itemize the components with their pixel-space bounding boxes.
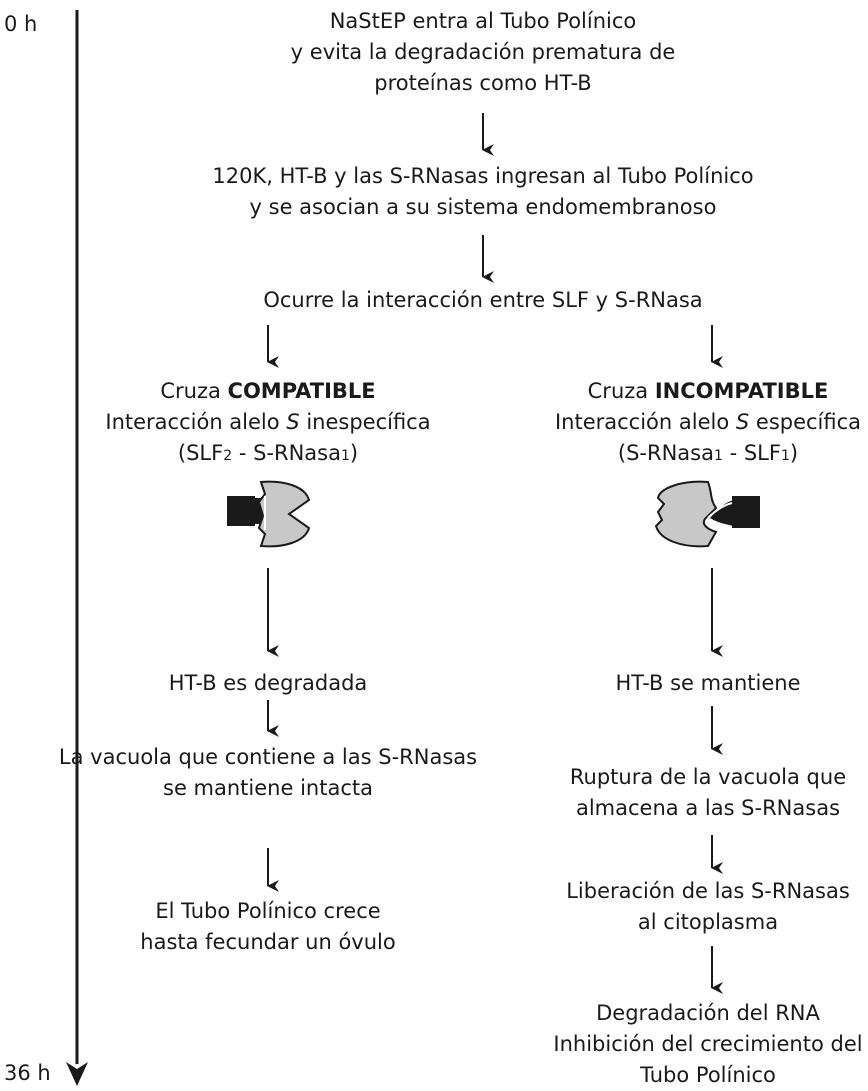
compatible-step-vacuole: La vacuola que contiene a las S-RNasas s… (58, 742, 478, 804)
incompatible-rna-line-2: Inhibición del crecimiento del (553, 1032, 863, 1056)
compatible-vacuole-line-2: se mantiene intacta (163, 776, 373, 800)
incompatible-rupture-line-1: Ruptura de la vacuola que (569, 765, 847, 789)
incompatible-step-release: Liberación de las S-RNasas al citoplasma (548, 876, 868, 938)
incompatible-title: Cruza INCOMPATIBLE (587, 379, 829, 403)
step-nastep-line-3: proteínas como HT-B (374, 71, 592, 95)
step-proteins-line-1: 120K, HT-B y las S-RNasas ingresan al Tu… (212, 164, 754, 188)
compatible-title: Cruza COMPATIBLE (160, 379, 376, 403)
incompatible-alleles: (S-RNasa1 - SLF1) (617, 441, 799, 465)
incompatible-header: Cruza INCOMPATIBLE Interacción alelo S e… (548, 376, 868, 472)
incompatible-rupture-line-2: almacena a las S-RNasas (575, 796, 841, 820)
compatible-growth-line-1: El Tubo Polínico crece (155, 899, 381, 923)
timeline-start-label: 0 h (4, 12, 38, 36)
incompatible-rna-line-3: Tubo Polínico (640, 1063, 776, 1087)
step-slf-interaction: Ocurre la interacción entre SLF y S-RNas… (263, 288, 703, 312)
compatible-header: Cruza COMPATIBLE Interacción alelo S ine… (58, 376, 478, 472)
compatible-interaction: Interacción alelo S inespecífica (105, 410, 431, 434)
incompatible-step-rupture: Ruptura de la vacuola que almacena a las… (548, 762, 868, 824)
step-nastep-line-2: y evita la degradación prematura de (290, 40, 676, 64)
s-rnasa-slf-nonmatching-icon (227, 480, 311, 548)
incompatible-release-line-2: al citoplasma (637, 910, 779, 934)
incompatible-interaction: Interacción alelo S específica (554, 410, 862, 434)
compatible-growth-line-2: hasta fecundar un óvulo (140, 930, 396, 954)
timeline-end-label: 36 h (4, 1061, 51, 1085)
compatible-step-growth: El Tubo Polínico crece hasta fecundar un… (58, 896, 478, 958)
step-proteins-ingress: 120K, HT-B y las S-RNasas ingresan al Tu… (178, 161, 788, 223)
timeline-arrowhead (66, 1062, 88, 1086)
step-nastep-entry: NaStEP entra al Tubo Polínico y evita la… (178, 6, 788, 99)
compatible-alleles: (SLF2 - S-RNasa1) (177, 441, 359, 465)
incompatible-step-rna-degradation: Degradación del RNA Inhibición del creci… (548, 998, 868, 1091)
compatible-vacuole-line-1: La vacuola que contiene a las S-RNasas (58, 745, 478, 769)
incompatible-release-line-1: Liberación de las S-RNasas (566, 879, 850, 903)
step-proteins-line-2: y se asocian a su sistema endomembranoso (249, 195, 717, 219)
incompatible-step-htb: HT-B se mantiene (615, 671, 801, 695)
s-rnasa-slf-matching-icon (654, 480, 760, 548)
compatible-step-htb: HT-B es degradada (168, 671, 368, 695)
incompatible-rna-line-1: Degradación del RNA (596, 1001, 820, 1025)
step-nastep-line-1: NaStEP entra al Tubo Polínico (329, 9, 637, 33)
